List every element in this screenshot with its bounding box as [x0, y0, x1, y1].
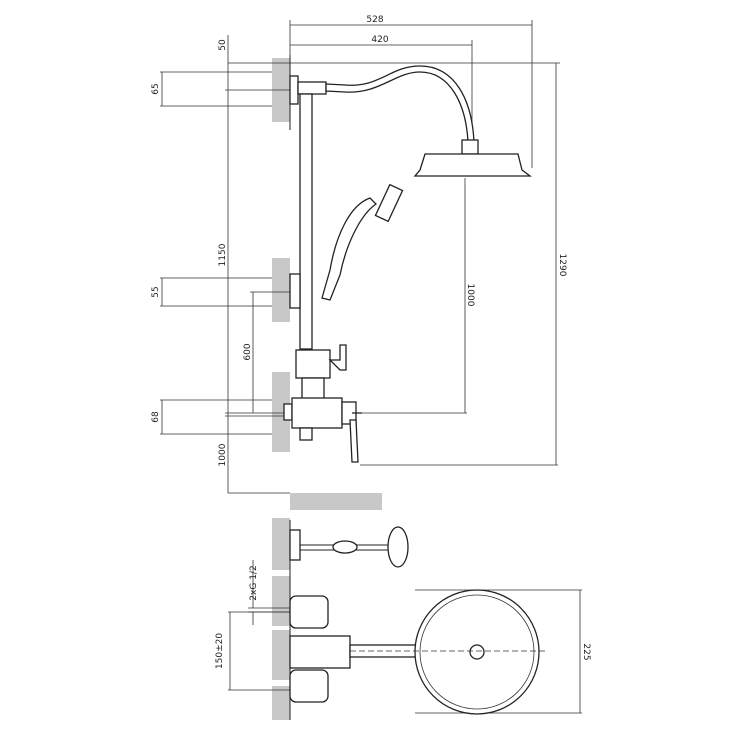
valve-nut [299, 427, 313, 441]
dimension-labels: 528 420 50 65 1150 55 600 68 1000 1000 1… [151, 15, 591, 669]
wall-plan-2 [272, 576, 290, 626]
plan-hand-shower [332, 540, 358, 554]
dim-inlet-spacing: 150±20 [215, 633, 225, 669]
dim-1150: 1150 [218, 243, 228, 266]
dim-1000-floor: 1000 [218, 443, 228, 466]
dim-68: 68 [151, 411, 161, 423]
wall-plan-3 [272, 630, 290, 680]
shower-plan [289, 526, 545, 715]
dim-1000-head: 1000 [465, 284, 475, 307]
valve-handle [349, 412, 362, 463]
dim-1290: 1290 [557, 254, 567, 277]
dim-thread: 2xG 1/2 [249, 565, 259, 600]
plan-valve [289, 635, 351, 669]
middle-bracket [289, 273, 301, 309]
shower-arm [325, 65, 475, 143]
riser-pipe [299, 93, 313, 350]
top-bracket [289, 75, 299, 105]
dim-225: 225 [581, 643, 591, 660]
wall-middle [272, 258, 290, 322]
thermostatic-valve [291, 397, 343, 429]
wall-plan-1 [272, 518, 290, 570]
head-nut [461, 139, 479, 155]
floor [290, 493, 382, 510]
diverter-lever [328, 344, 347, 371]
plan-head-center [469, 644, 485, 660]
plan-inlet-top [289, 595, 329, 629]
hand-shower-head [374, 183, 404, 223]
plan-inlet-bottom [289, 669, 329, 703]
tee-fitting [297, 81, 327, 95]
wall-lower [272, 372, 290, 452]
hand-shower-hose [321, 197, 378, 301]
shower-elevation [283, 65, 532, 463]
valve-inlet [283, 403, 293, 421]
diverter [295, 349, 331, 379]
dim-420: 420 [371, 35, 388, 45]
shower-head [413, 153, 532, 177]
dim-528: 528 [366, 15, 383, 25]
wall-plan-4 [272, 686, 290, 720]
dim-600: 600 [243, 343, 253, 360]
plan-hand-head [387, 526, 409, 568]
dim-50: 50 [218, 39, 228, 51]
dim-65: 65 [151, 83, 161, 94]
dimension-lines [160, 20, 582, 714]
dim-55: 55 [151, 286, 161, 297]
plan-bracket [289, 529, 301, 561]
